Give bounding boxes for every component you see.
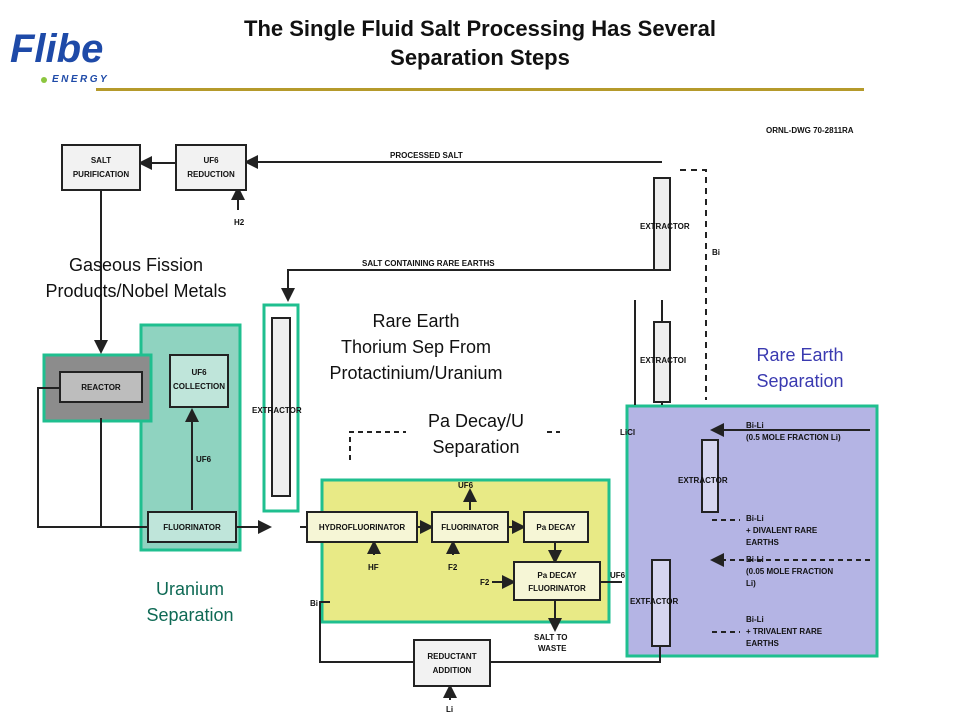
extractor-highlight-zone — [262, 303, 300, 513]
uranium-separation-annotation: Uranium Separation — [120, 576, 260, 628]
bili-divalent-label-1: Bi-Li — [746, 514, 764, 523]
pa-decay-u-line-1: Pa Decay/U — [427, 411, 525, 431]
extractor-top-block — [653, 177, 671, 271]
pa-decay-u-line-2: Separation — [432, 437, 520, 457]
extractor-top-label: EXTRACTOR — [640, 222, 690, 231]
pa-decay-fluorinator-label-2: FLUORINATOR — [528, 584, 586, 593]
h2-label: H2 — [234, 218, 245, 227]
extractor-mid-block — [653, 321, 671, 403]
uf6-side-label: UF6 — [610, 571, 626, 580]
f2-a-label: F2 — [448, 563, 458, 572]
fluorinator-1-block — [147, 511, 237, 543]
reactor-label: REACTOR — [81, 383, 121, 392]
pa-decay-u-annotation: Pa Decay/U Separation — [406, 408, 546, 460]
bili-005-label-1: Bi-Li — [746, 555, 764, 564]
salt-purification-block — [61, 144, 141, 191]
uf6-reduction-block — [175, 144, 247, 191]
salt-rare-earths-label: SALT CONTAINING RARE EARTHS — [362, 259, 495, 268]
extractor-vertical-block — [271, 317, 291, 497]
gaseous-line-1: Gaseous Fission — [68, 255, 204, 275]
uf6-reduction-label-1: UF6 — [203, 156, 219, 165]
reductant-label-1: REDUCTANT — [427, 652, 476, 661]
fluorinator-2-label: FLUORINATOR — [441, 523, 499, 532]
hydrofluorinator-block — [306, 511, 418, 543]
reductant-label-2: ADDITION — [433, 666, 472, 675]
salt-purification-label-2: PURIFICATION — [73, 170, 130, 179]
bottom-return — [319, 601, 414, 663]
salt-purification-label-1: SALT — [91, 156, 111, 165]
f2-b-label: F2 — [480, 578, 490, 587]
logo-text: Flibe — [10, 27, 103, 71]
extractor-bottom-block — [651, 559, 671, 647]
bili-divalent-label-2: + DIVALENT RARE — [746, 526, 818, 535]
extractor-right-block — [701, 439, 719, 513]
reactor-block — [59, 371, 143, 403]
rare-earth-sep-line-1: Rare Earth — [756, 345, 844, 365]
bili-trivalent-label-3: EARTHS — [746, 639, 780, 648]
title-accent-rule — [96, 88, 864, 91]
title-line-2: Separation Steps — [390, 45, 570, 70]
logo-dot — [41, 77, 47, 83]
pa-decay-fluorinator-label-1: Pa DECAY — [537, 571, 577, 580]
fluorinator-1-label: FLUORINATOR — [163, 523, 221, 532]
licl-label: LiCl — [620, 428, 635, 437]
hydrofluorinator-label: HYDROFLUORINATOR — [319, 523, 406, 532]
rare-earth-thorium-line-3: Protactinium/Uranium — [329, 363, 503, 383]
pa-decay-u-line — [349, 431, 560, 460]
bi-top-label: Bi — [712, 248, 720, 257]
bili-divalent-label-3: EARTHS — [746, 538, 780, 547]
bili-trivalent-label-2: + TRIVALENT RARE — [746, 627, 823, 636]
processed-salt-label: PROCESSED SALT — [390, 151, 463, 160]
flibe-energy-logo: Flibe ENERGY — [10, 27, 108, 85]
page-title: The Single Fluid Salt Processing Has Sev… — [160, 14, 800, 72]
rare-earth-separation-annotation: Rare Earth Separation — [724, 342, 876, 394]
rare-earth-thorium-line-2: Thorium Sep From — [340, 337, 492, 357]
pa-decay-label: Pa DECAY — [536, 523, 576, 532]
gaseous-fission-annotation: Gaseous Fission Products/Nobel Metals — [4, 252, 268, 304]
reductant-addition-block — [413, 639, 491, 687]
rare-earth-thorium-line-1: Rare Earth — [372, 311, 460, 331]
rare-earth-thorium-annotation: Rare Earth Thorium Sep From Protactinium… — [298, 308, 534, 386]
salt-rare-earths-line — [281, 269, 660, 302]
bili-005-label-2: (0.05 MOLE FRACTION — [746, 567, 833, 576]
bili-005-label-3: Li) — [746, 579, 756, 588]
uf6-up-label: UF6 — [196, 455, 212, 464]
title-line-1: The Single Fluid Salt Processing Has Sev… — [244, 16, 716, 41]
li-label: Li — [446, 705, 453, 714]
extractor-bottom-label: EXTFACTOR — [630, 597, 679, 606]
extractor-mid-label: EXTRACTOI — [640, 356, 686, 365]
drawing-id: ORNL-DWG 70-2811RA — [766, 126, 854, 135]
uf6-top-label: UF6 — [458, 481, 474, 490]
uf6-collection-block — [169, 354, 229, 408]
salt-to-waste-label-2: WASTE — [538, 644, 567, 653]
uranium-sep-line-1: Uranium — [155, 579, 225, 599]
rare-earth-separation-zone — [625, 404, 879, 658]
right-dashed-loop — [680, 169, 707, 400]
pa-decay-block — [523, 511, 589, 543]
fluorinator-2-block — [431, 511, 509, 543]
bili-05-label-1: Bi-Li — [746, 421, 764, 430]
uf6-collection-label-2: COLLECTION — [173, 382, 225, 391]
rare-earth-sep-line-2: Separation — [756, 371, 844, 391]
pa-decay-fluorinator-block — [513, 561, 601, 601]
bi-left-label: Bi — [310, 599, 318, 608]
uf6-collection-label-1: UF6 — [191, 368, 207, 377]
extractor-vertical-label: EXTRACTOR — [252, 406, 302, 415]
bili-trivalent-label-1: Bi-Li — [746, 615, 764, 624]
extractor-right-label: EXTRACTOR — [678, 476, 728, 485]
left-return-line — [37, 387, 148, 528]
hf-label: HF — [368, 563, 379, 572]
uf6-reduction-label-2: REDUCTION — [187, 170, 235, 179]
bili-05-label-2: (0.5 MOLE FRACTION Li) — [746, 433, 841, 442]
gaseous-line-2: Products/Nobel Metals — [45, 281, 227, 301]
salt-to-waste-label-1: SALT TO — [534, 633, 567, 642]
logo-subtext: ENERGY — [52, 74, 108, 85]
uranium-sep-line-2: Separation — [146, 605, 234, 625]
